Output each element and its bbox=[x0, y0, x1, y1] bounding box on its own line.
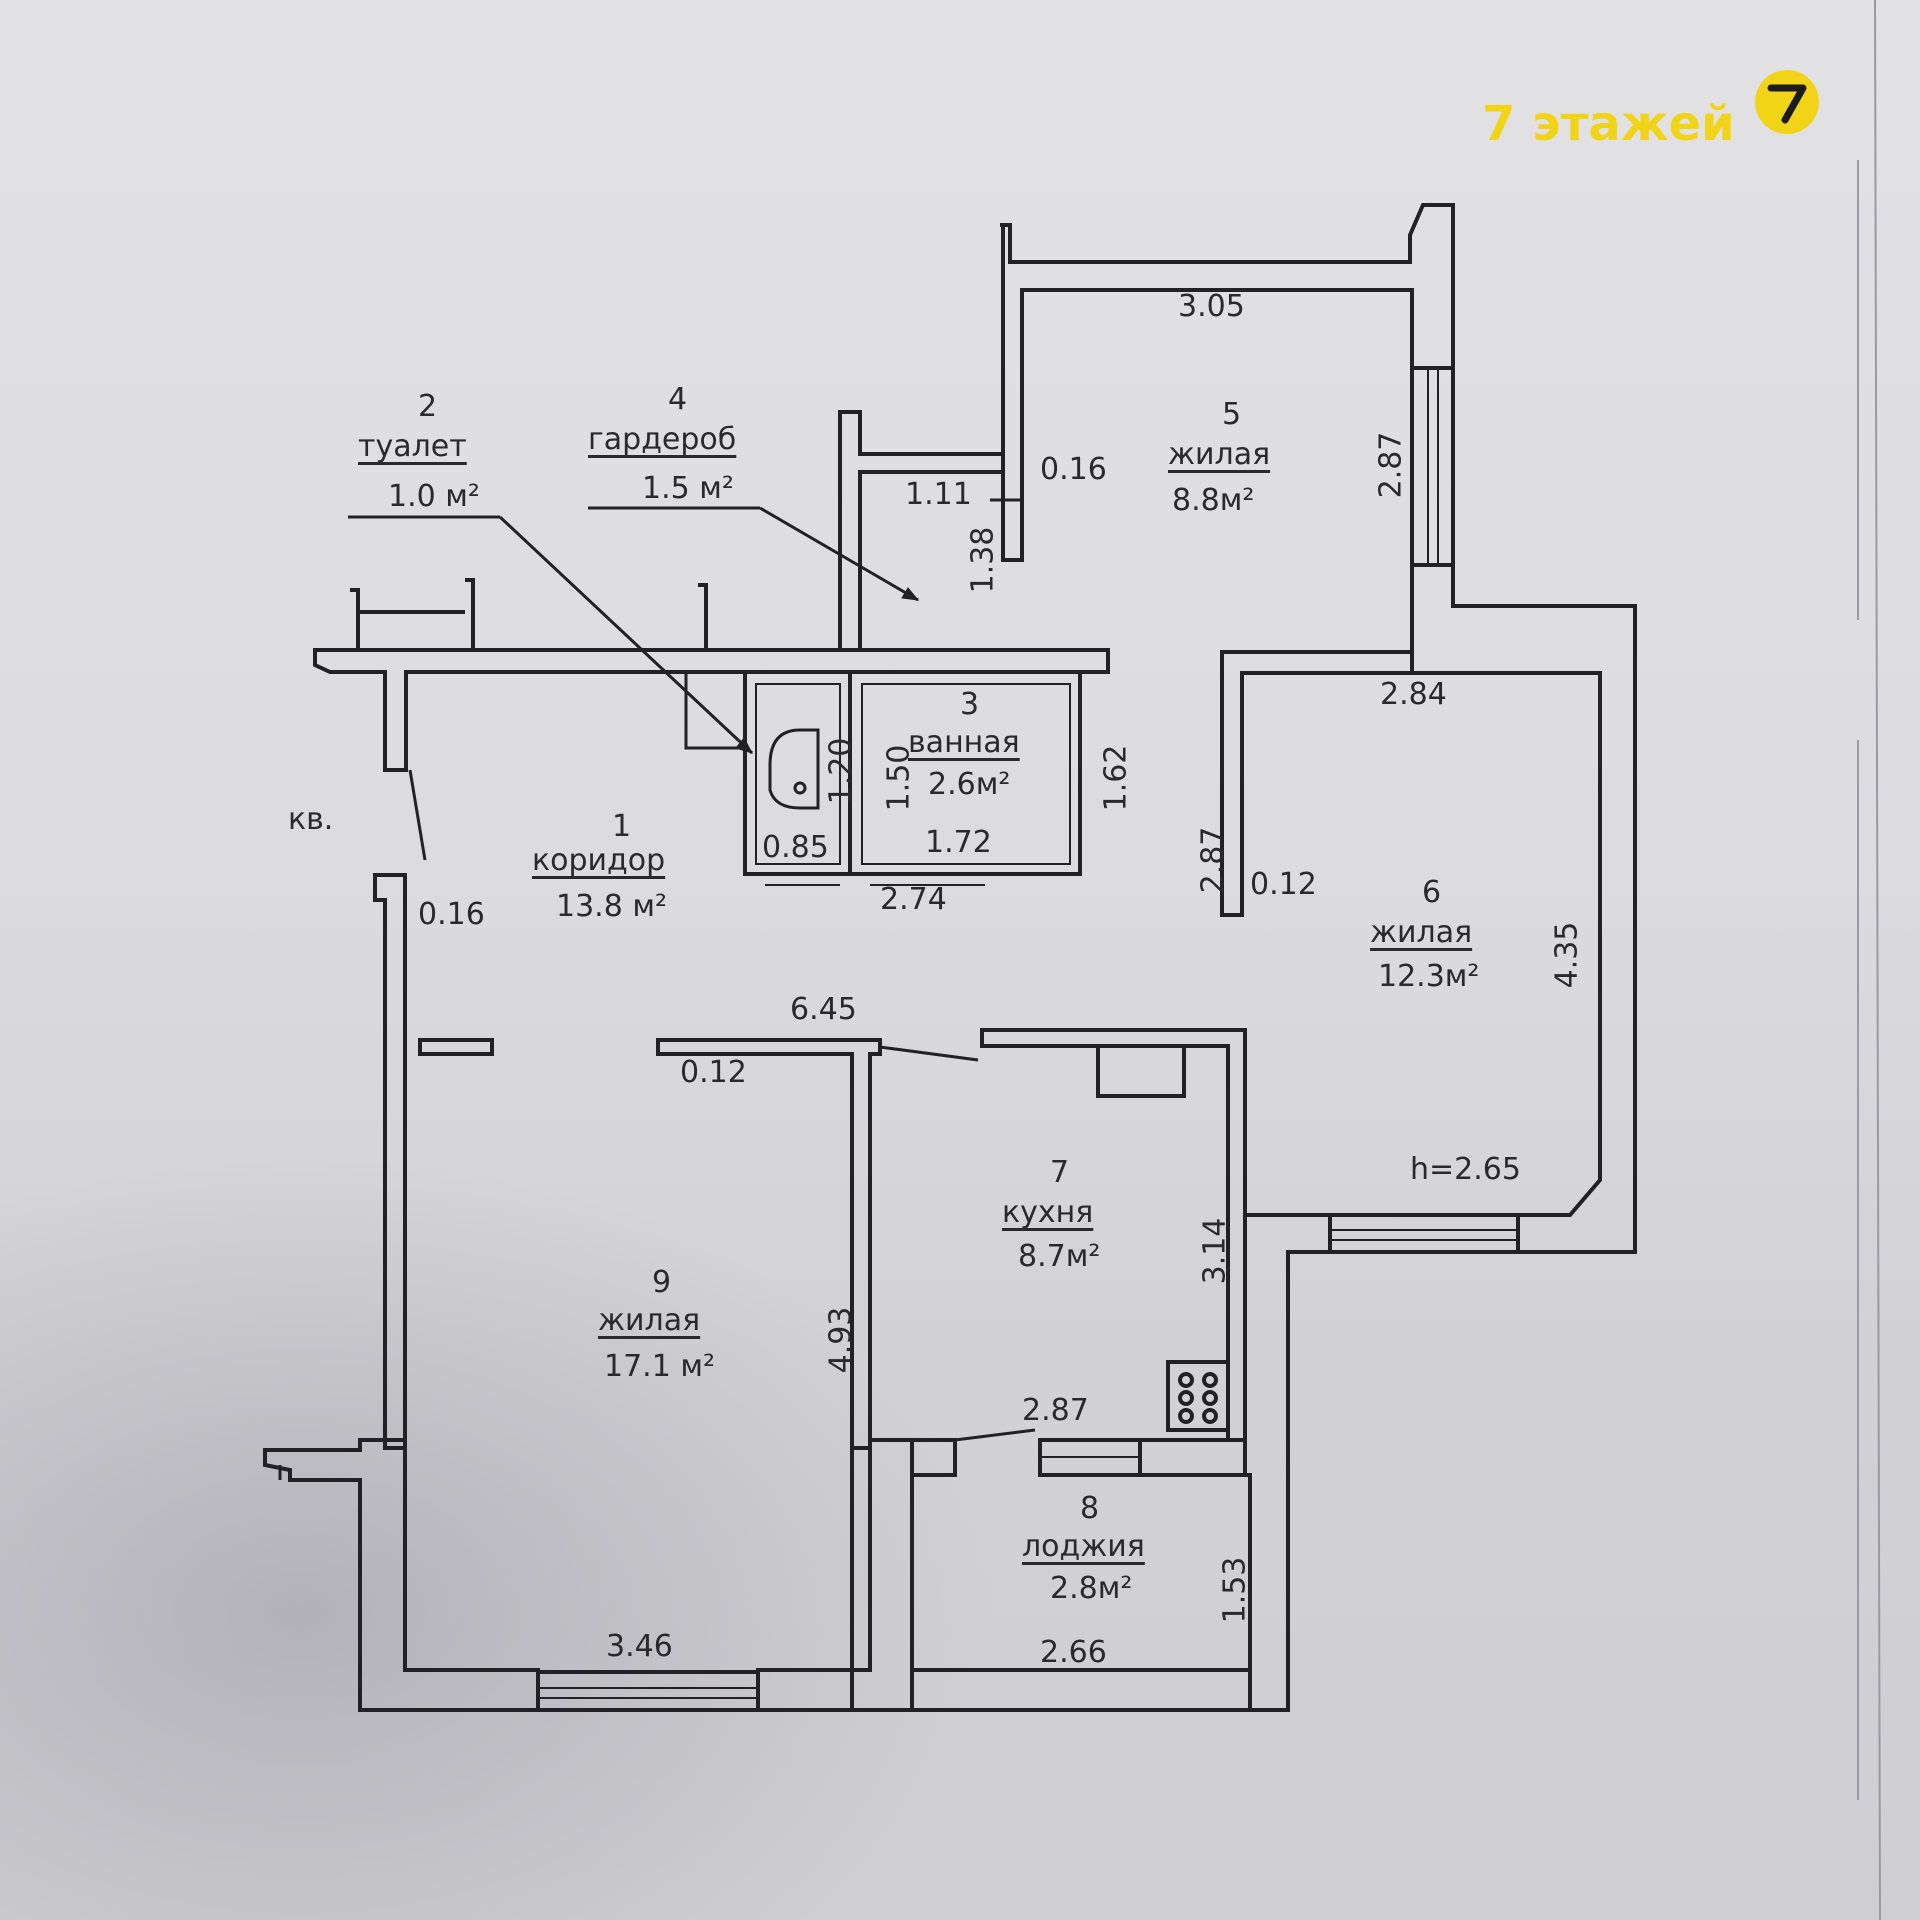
dim-1-20: 1.20 bbox=[823, 737, 859, 805]
room8-number: 8 bbox=[1080, 1491, 1100, 1526]
apartment-label: кв. bbox=[288, 802, 334, 837]
toilet-bowl bbox=[768, 728, 820, 810]
loggia-parapet bbox=[910, 1668, 1252, 1712]
room6-area: 12.3м² bbox=[1378, 959, 1480, 994]
dim-1-50: 1.50 bbox=[881, 744, 917, 812]
dim-2-66: 2.66 bbox=[1040, 1635, 1107, 1670]
ceiling-height-label: h=2.65 bbox=[1410, 1152, 1521, 1187]
dim-1-11: 1.11 bbox=[905, 477, 972, 512]
wall-corridor-top bbox=[313, 648, 1110, 772]
room4-area: 1.5 м² bbox=[642, 471, 734, 506]
kitchen-vent bbox=[1096, 1044, 1186, 1098]
wall-stub bbox=[418, 1038, 494, 1056]
rail-stub bbox=[465, 578, 475, 650]
room9-name: жилая bbox=[598, 1303, 701, 1338]
bath-room bbox=[848, 670, 1082, 876]
dim-3-05: 3.05 bbox=[1178, 289, 1245, 324]
dim-1-38: 1.38 bbox=[965, 526, 1001, 594]
dim-2-87-kitchen: 2.87 bbox=[1022, 1393, 1089, 1428]
paper-shadow bbox=[0, 1150, 1000, 1920]
paper-edge-line bbox=[1874, 0, 1881, 1920]
rail-stub bbox=[698, 583, 708, 650]
dim-0-12-room6: 0.12 bbox=[1250, 867, 1317, 902]
room2-number: 2 bbox=[418, 389, 438, 424]
room9-number: 9 bbox=[652, 1265, 672, 1300]
dim-1-62: 1.62 bbox=[1098, 744, 1134, 812]
wall-room9-bottom-right bbox=[756, 1438, 914, 1712]
kitchen-door-swing bbox=[879, 1045, 979, 1062]
stove bbox=[1166, 1360, 1230, 1432]
room6-name: жилая bbox=[1370, 915, 1473, 950]
dim-0-16-top: 0.16 bbox=[1040, 452, 1107, 487]
dim-2-87-room6: 2.87 bbox=[1195, 826, 1231, 894]
room7-area: 8.7м² bbox=[1018, 1239, 1101, 1274]
dim-0-16-left: 0.16 bbox=[418, 897, 485, 932]
loggia-door-swing bbox=[954, 1428, 1036, 1442]
room7-number: 7 bbox=[1050, 1155, 1070, 1190]
room1-area: 13.8 м² bbox=[556, 889, 667, 924]
wall-kitchen-right bbox=[1243, 1213, 1332, 1712]
window-room9 bbox=[536, 1670, 760, 1712]
wall-room9-top bbox=[656, 1038, 882, 1450]
dim-1-72: 1.72 bbox=[925, 825, 992, 860]
dim-1-53: 1.53 bbox=[1217, 1556, 1253, 1624]
room1-name: коридор bbox=[532, 843, 666, 878]
room3-number: 3 bbox=[960, 687, 980, 722]
room8-name: лоджия bbox=[1022, 1529, 1145, 1564]
leader-wardrobe bbox=[759, 506, 919, 602]
dim-6-45: 6.45 bbox=[790, 992, 857, 1027]
dim-0-12-corridor: 0.12 bbox=[680, 1055, 747, 1090]
seven-logo-icon bbox=[1755, 70, 1819, 134]
room4-number: 4 bbox=[668, 382, 688, 417]
room7-name: кухня bbox=[1002, 1195, 1094, 1230]
room5-number: 5 bbox=[1222, 397, 1242, 432]
dim-3-14: 3.14 bbox=[1197, 1217, 1233, 1285]
dim-4-93: 4.93 bbox=[823, 1306, 859, 1374]
watermark-text: 7 этажей bbox=[1482, 96, 1735, 152]
wall-left-corridor bbox=[373, 873, 407, 1450]
dim-2-87-room5: 2.87 bbox=[1373, 431, 1409, 499]
room5-name: жилая bbox=[1168, 437, 1271, 472]
leader-toilet bbox=[498, 515, 754, 755]
dim-3-46: 3.46 bbox=[606, 1629, 673, 1664]
room3-area: 2.6м² bbox=[928, 767, 1011, 802]
room8-area: 2.8м² bbox=[1050, 1571, 1133, 1606]
dim-0-85: 0.85 bbox=[762, 830, 829, 865]
room1-number: 1 bbox=[612, 809, 632, 844]
room6-number: 6 bbox=[1422, 875, 1442, 910]
toilet-niche bbox=[684, 672, 740, 750]
window-room5 bbox=[1410, 366, 1455, 567]
room9-area: 17.1 м² bbox=[604, 1349, 715, 1384]
wall-room9-bottom-left bbox=[263, 1438, 540, 1712]
window-room6 bbox=[1328, 1213, 1520, 1254]
room2-area: 1.0 м² bbox=[388, 479, 480, 514]
room4-name: гардероб bbox=[588, 422, 737, 457]
dim-2-74: 2.74 bbox=[880, 882, 947, 917]
room2-name: туалет bbox=[358, 429, 467, 464]
entrance-door-swing bbox=[408, 769, 427, 861]
room5-area: 8.8м² bbox=[1172, 483, 1255, 518]
dim-4-35: 4.35 bbox=[1549, 921, 1585, 989]
rail-stub bbox=[350, 588, 360, 650]
dim-2-84: 2.84 bbox=[1380, 677, 1447, 712]
room3-name: ванная bbox=[908, 725, 1020, 760]
wall-room6-exterior bbox=[1410, 563, 1637, 1254]
